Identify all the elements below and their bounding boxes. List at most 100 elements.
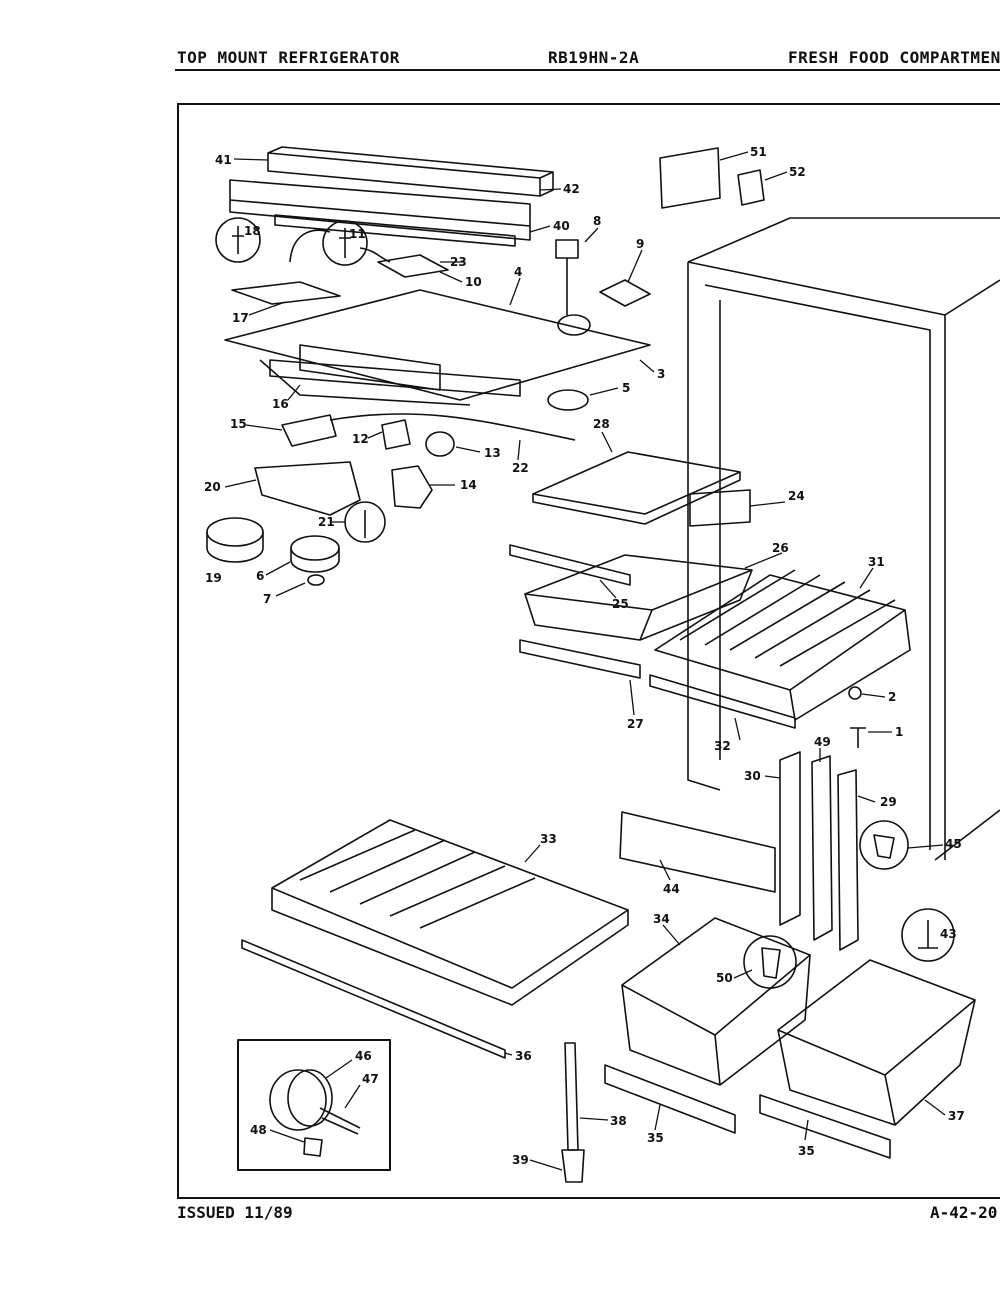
- part-12-socket: [381, 419, 411, 450]
- part-21-detail-circle: [344, 501, 386, 543]
- callout-44: 44: [663, 882, 680, 896]
- callout-50: 50: [716, 971, 733, 985]
- part-23-wire: [289, 229, 391, 263]
- footer-page-ref: A-42-20: [930, 1203, 998, 1222]
- part-9-damper: [599, 279, 651, 307]
- part-36-rod: [241, 939, 506, 1059]
- callout-38: 38: [610, 1114, 627, 1128]
- callout-52: 52: [789, 165, 806, 179]
- callout-36: 36: [515, 1049, 532, 1063]
- part-22-wire: [329, 413, 576, 441]
- part-49-ladder: [811, 755, 833, 941]
- part-24-rail: [689, 489, 751, 527]
- callout-49: 49: [814, 735, 831, 749]
- part-51-plate: [659, 147, 721, 209]
- roller-detail-inset: [237, 1039, 391, 1171]
- refrigerator-cabinet: [687, 217, 1000, 861]
- callout-42: 42: [563, 182, 580, 196]
- callout-25: 25: [612, 597, 629, 611]
- callout-labels: 41 42 40 8 51 52 18 11 23 10 9 4 17 3 16…: [204, 145, 965, 1167]
- callout-2: 2: [888, 690, 896, 704]
- callout-14: 14: [460, 478, 477, 492]
- part-2-clip: [848, 686, 862, 700]
- callout-40: 40: [553, 219, 570, 233]
- part-15-switch: [281, 414, 337, 447]
- callout-37: 37: [948, 1109, 965, 1123]
- part-50-detail-circle: [743, 935, 797, 989]
- callout-29: 29: [880, 795, 897, 809]
- part-25-cover: [509, 544, 631, 586]
- callout-1: 1: [895, 725, 903, 739]
- part-6-knob: [290, 535, 340, 573]
- callout-22: 22: [512, 461, 529, 475]
- part-13-bulb: [425, 431, 455, 457]
- part-43-detail-circle: [901, 908, 955, 962]
- callout-6: 6: [256, 569, 264, 583]
- callout-33: 33: [540, 832, 557, 846]
- callout-46: 46: [355, 1049, 372, 1063]
- part-44-drawer-front: [619, 811, 776, 893]
- callout-20: 20: [204, 480, 221, 494]
- part-34-crisper: [621, 917, 811, 1086]
- callout-28: 28: [593, 417, 610, 431]
- callout-17: 17: [232, 311, 249, 325]
- callout-43: 43: [940, 927, 957, 941]
- part-37-crisper: [777, 959, 976, 1126]
- callout-16: 16: [272, 397, 289, 411]
- part-35-rail-right: [759, 1094, 891, 1159]
- part-31-wire-shelf: [654, 569, 911, 721]
- part-4-ceiling-panel: [224, 289, 651, 406]
- callout-12: 12: [352, 432, 369, 446]
- part-1-screw: [850, 727, 866, 748]
- callout-11: 11: [349, 227, 366, 241]
- callout-34: 34: [653, 912, 670, 926]
- callout-19: 19: [205, 571, 222, 585]
- part-28-shelf: [532, 451, 741, 525]
- part-17-strip: [231, 281, 341, 305]
- callout-21: 21: [318, 515, 335, 529]
- part-35-rail-left: [604, 1064, 736, 1134]
- footer-issued: ISSUED 11/89: [177, 1203, 293, 1222]
- callout-41: 41: [215, 153, 232, 167]
- callout-4: 4: [514, 265, 522, 279]
- part-18-detail-circle: [215, 217, 261, 263]
- callout-35a: 35: [647, 1131, 664, 1145]
- part-5-knob: [547, 389, 589, 411]
- callout-9: 9: [636, 237, 644, 251]
- callout-leaders: [224, 151, 946, 1171]
- callout-51: 51: [750, 145, 767, 159]
- callout-3: 3: [657, 367, 665, 381]
- header-model: RB19HN-2A: [548, 48, 640, 67]
- callout-32: 32: [714, 739, 731, 753]
- part-8-thermostat: [555, 239, 591, 336]
- part-10-plate: [377, 254, 449, 278]
- callout-47: 47: [362, 1072, 379, 1086]
- part-14-relay: [391, 465, 433, 509]
- callout-30: 30: [744, 769, 761, 783]
- callout-7: 7: [263, 592, 271, 606]
- part-27-rail: [519, 639, 641, 679]
- callout-27: 27: [627, 717, 644, 731]
- callout-18: 18: [244, 224, 261, 238]
- part-42-trim: [229, 179, 531, 241]
- part-38-bar: [564, 1042, 579, 1151]
- part-30-ladder: [779, 751, 801, 926]
- part-32-rail: [649, 674, 796, 729]
- part-7-washer: [307, 574, 325, 586]
- part-52-clip: [737, 169, 765, 206]
- callout-26: 26: [772, 541, 789, 555]
- callout-31: 31: [868, 555, 885, 569]
- callout-13: 13: [484, 446, 501, 460]
- part-11-detail-circle: [322, 220, 368, 266]
- diagram-frame: [177, 103, 1000, 1199]
- header-rule: [175, 69, 1000, 71]
- callout-48: 48: [250, 1123, 267, 1137]
- part-45-detail-circle: [859, 820, 909, 870]
- part-33-glass-shelf: [271, 819, 629, 1006]
- callout-5: 5: [622, 381, 630, 395]
- part-20-box: [254, 461, 361, 516]
- header-title: TOP MOUNT REFRIGERATOR: [177, 48, 400, 67]
- callout-35b: 35: [798, 1144, 815, 1158]
- callout-8: 8: [593, 214, 601, 228]
